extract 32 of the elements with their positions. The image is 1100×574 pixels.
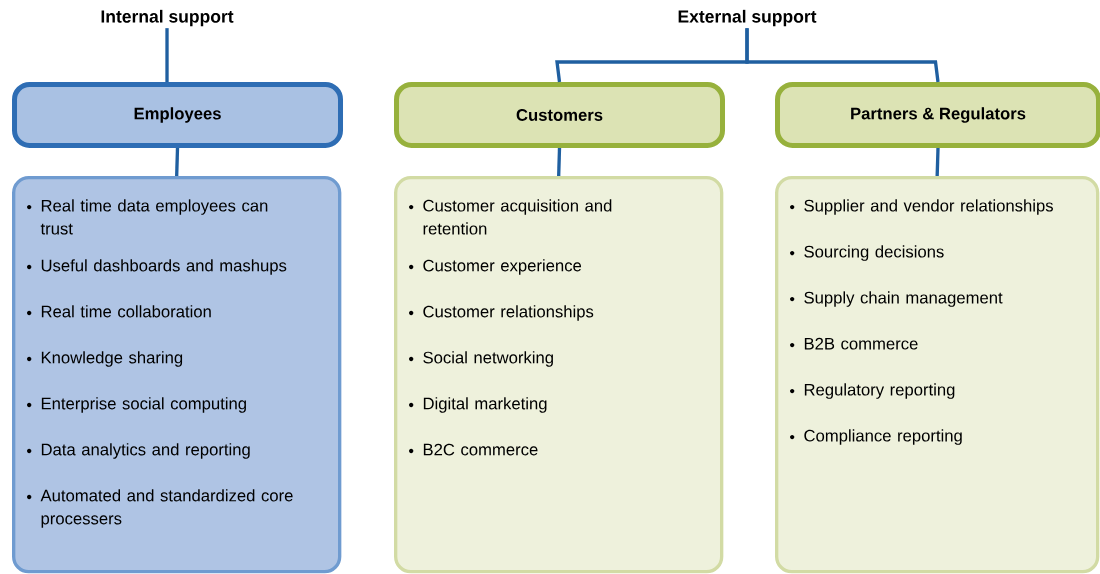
list-box <box>775 176 1100 574</box>
heading-text: External support <box>678 9 817 27</box>
list-item: Real time collaboration <box>41 305 211 318</box>
list-item: Regulatory reporting <box>804 383 955 399</box>
list-box <box>394 176 724 574</box>
list-item: B2B commerce <box>804 337 918 350</box>
connector-line <box>935 147 940 177</box>
header-box: Employees <box>12 82 343 148</box>
list-item: Supply chain management <box>804 291 1003 307</box>
list-item: Real time data employees can trust <box>40 199 268 235</box>
heading-text: Internal support <box>101 9 234 27</box>
list-item: Compliance reporting <box>804 429 962 445</box>
list-item: Customer experience <box>423 259 582 275</box>
list-item: Supplier and vendor relationships <box>804 199 1053 215</box>
list-box <box>12 176 342 574</box>
list-item: Customer relationships <box>423 305 594 321</box>
list-item: Enterprise social computing <box>41 397 246 413</box>
list-item: Digital marketing <box>423 397 547 413</box>
list-item: Automated and standardized core processers <box>40 489 293 528</box>
list-item: Sourcing decisions <box>804 245 944 261</box>
connector-line <box>175 147 180 177</box>
list-item: B2C commerce <box>423 443 538 456</box>
list-item: Customer acquisition and retention <box>423 199 612 235</box>
connector-line <box>165 28 169 82</box>
list-item: Social networking <box>423 351 553 367</box>
header-box: Customers <box>394 82 725 148</box>
header-box: Partners & Regulators <box>775 82 1100 148</box>
list-item: Knowledge sharing <box>41 351 183 367</box>
connector-line <box>745 28 940 83</box>
connector-line <box>557 147 562 177</box>
list-item: Useful dashboards and mashups <box>41 259 287 275</box>
list-item: Data analytics and reporting <box>41 443 250 459</box>
